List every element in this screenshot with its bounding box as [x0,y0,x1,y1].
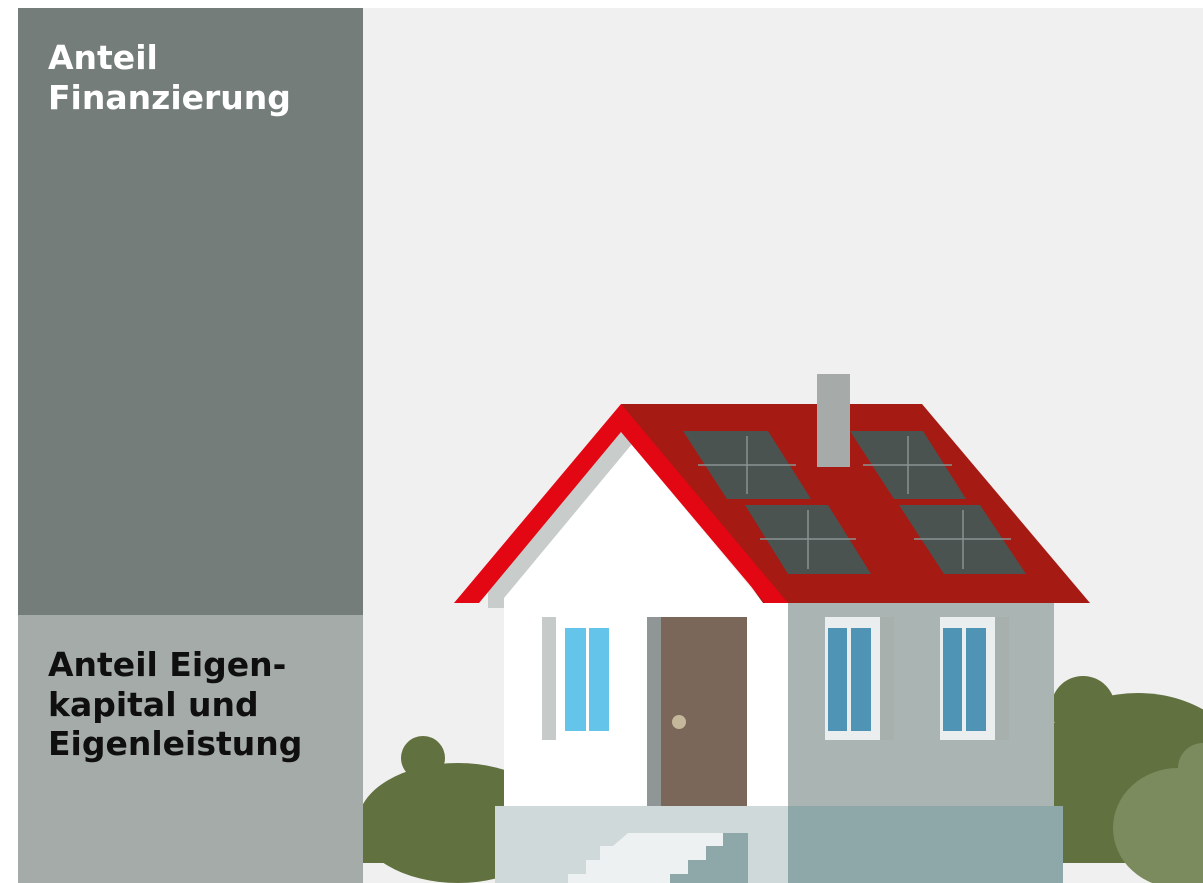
window-icon [542,617,609,740]
solar-panel [745,505,871,574]
house-with-solar-roof-icon [358,374,1203,883]
stairs-icon [568,833,748,883]
door-icon [647,617,747,833]
financing-share-panel: Anteil Finanzierung [18,8,363,615]
share-bar: Anteil Finanzierung Anteil Eigen- kapita… [18,8,363,883]
window-icon [940,617,1009,740]
window-icon [825,617,894,740]
solar-panels [683,431,1026,574]
bush-right-icon [1028,676,1203,883]
equity-share-label: Anteil Eigen- kapital und Eigenleistung [48,645,303,764]
foundation-right [788,806,1063,883]
financing-share-label: Anteil Finanzierung [48,38,291,117]
solar-panel [683,431,811,499]
scene-background: Anteil Finanzierung Anteil Eigen- kapita… [18,8,1203,883]
solar-panel [899,505,1026,574]
roof-edge [454,404,788,603]
equity-share-panel: Anteil Eigen- kapital und Eigenleistung [18,615,363,883]
solar-panel [850,431,966,499]
